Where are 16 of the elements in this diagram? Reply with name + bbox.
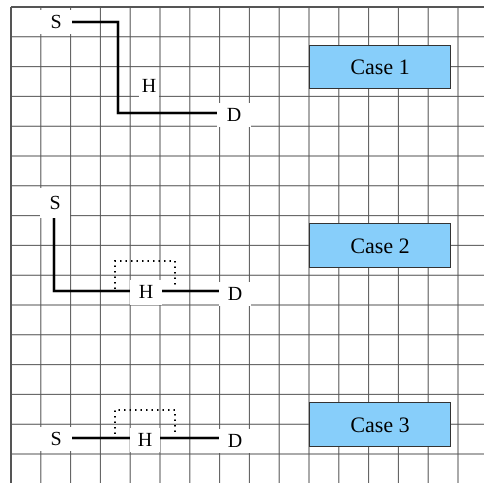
node-letter: S [40,427,72,451]
path-line [162,290,219,292]
path-line [72,20,217,114]
node-letter: H [130,280,162,305]
node-letter: H [130,428,160,452]
path-line [52,218,130,292]
node-letter: D [219,429,251,453]
case-label-box: Case 3 [309,402,451,447]
node-letter: S [40,10,72,34]
path-line [72,436,130,440]
node-letter: D [219,282,251,306]
case-label-box: Case 1 [309,45,451,89]
node-letter: D [217,103,251,127]
case-label-box: Case 2 [309,223,451,268]
path-line [160,436,219,440]
node-letter: S [40,188,70,218]
